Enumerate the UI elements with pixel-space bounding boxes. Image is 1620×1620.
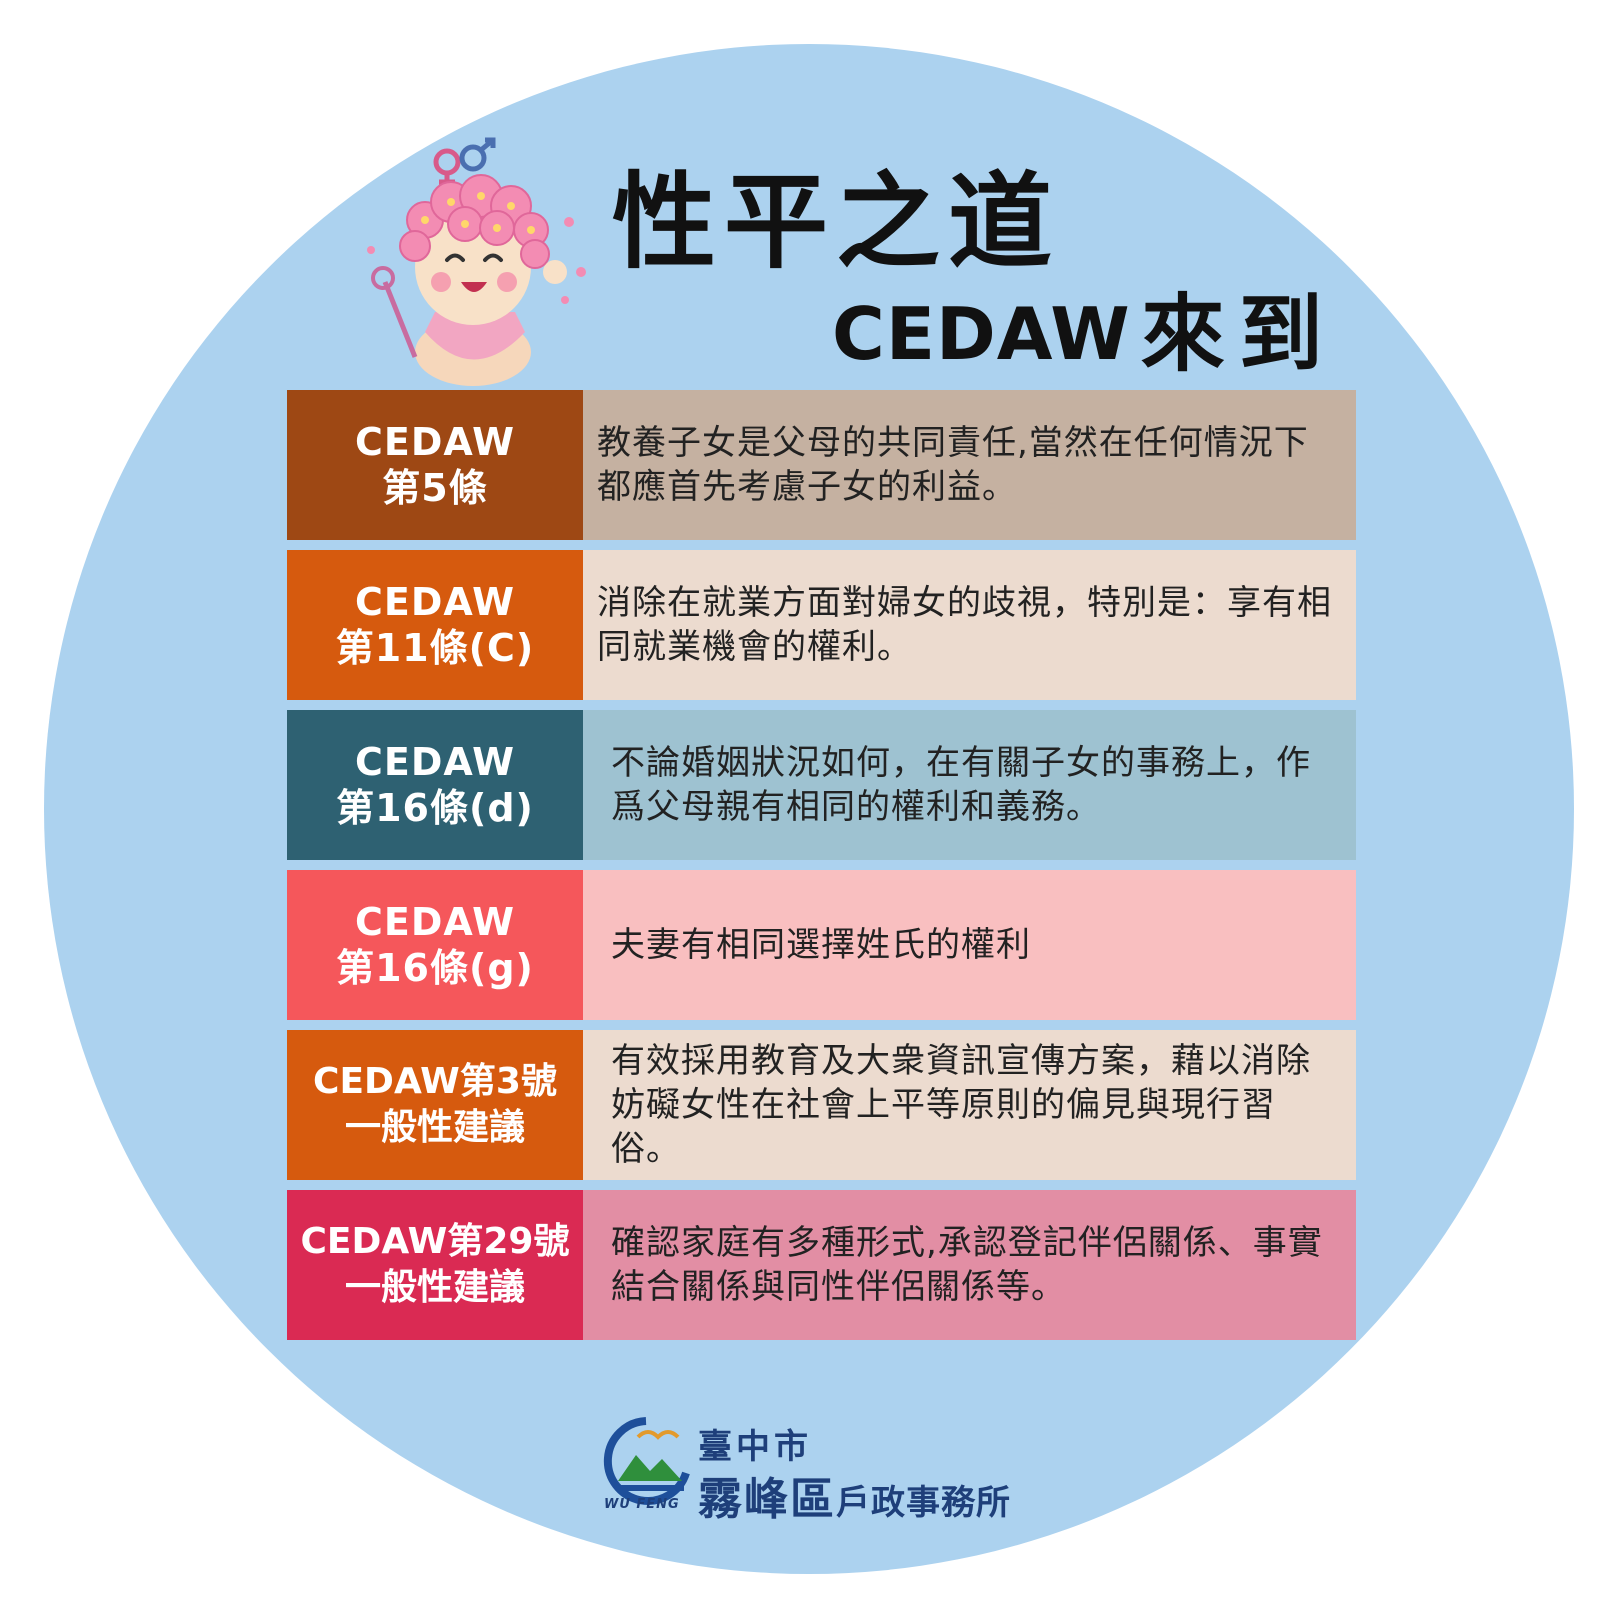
- subtitle-latin: CEDAW: [832, 292, 1131, 376]
- row-label-line1: CEDAW第3號: [313, 1061, 557, 1102]
- table-row: CEDAW第3號 一般性建議 有效採用教育及大衆資訊宣傳方案，藉以消除妨礙女性在…: [287, 1030, 1356, 1180]
- page-title: 性平之道: [612, 161, 1061, 283]
- subtitle-han: 來到: [1140, 285, 1337, 383]
- cedaw-table: CEDAW 第5條 教養子女是父母的共同責任,當然在任何情況下都應首先考慮子女的…: [287, 390, 1356, 1350]
- row-label-line1: CEDAW第29號: [300, 1221, 570, 1262]
- row-label: CEDAW 第5條: [287, 390, 583, 540]
- row-text: 消除在就業方面對婦女的歧視，特別是：享有相同就業機會的權利。: [583, 550, 1356, 700]
- row-text: 不論婚姻狀況如何，在有關子女的事務上，作爲父母親有相同的權利和義務。: [583, 710, 1356, 860]
- row-label-line2: 第11條(C): [335, 626, 535, 670]
- table-row: CEDAW 第5條 教養子女是父母的共同責任,當然在任何情況下都應首先考慮子女的…: [287, 390, 1356, 540]
- district-office-logo-icon: [603, 1417, 690, 1505]
- row-label: CEDAW 第16條(d): [287, 710, 583, 860]
- logo-office: 戶政事務所: [836, 1483, 1011, 1523]
- table-row: CEDAW 第16條(g) 夫妻有相同選擇姓氏的權利: [287, 870, 1356, 1020]
- row-label-line2: 一般性建議: [344, 1267, 525, 1308]
- logo-office-name: 霧峰區戶政事務所: [698, 1463, 1011, 1527]
- row-text: 教養子女是父母的共同責任,當然在任何情況下都應首先考慮子女的利益。: [583, 390, 1356, 540]
- row-label-line2: 一般性建議: [344, 1107, 525, 1148]
- row-label: CEDAW第3號 一般性建議: [287, 1030, 583, 1180]
- table-row: CEDAW 第11條(C) 消除在就業方面對婦女的歧視，特別是：享有相同就業機會…: [287, 550, 1356, 700]
- row-label-line2: 第16條(d): [336, 786, 534, 830]
- table-row: CEDAW 第16條(d) 不論婚姻狀況如何，在有關子女的事務上，作爲父母親有相…: [287, 710, 1356, 860]
- row-label: CEDAW 第16條(g): [287, 870, 583, 1020]
- row-text: 有效採用教育及大衆資訊宣傳方案，藉以消除妨礙女性在社會上平等原則的偏見與現行習俗…: [583, 1030, 1356, 1180]
- row-label-line1: CEDAW: [354, 580, 515, 624]
- logo-district: 霧峰區: [698, 1474, 836, 1525]
- flower-mascot-icon: [367, 137, 586, 386]
- logo-english: WU FENG: [604, 1497, 680, 1512]
- row-label-line2: 第5條: [382, 466, 488, 510]
- row-label-line1: CEDAW: [354, 420, 515, 464]
- row-text: 夫妻有相同選擇姓氏的權利: [583, 870, 1356, 1020]
- logo-city: 臺中市: [698, 1427, 812, 1467]
- row-label-line1: CEDAW: [354, 900, 515, 944]
- row-label: CEDAW 第11條(C): [287, 550, 583, 700]
- table-row: CEDAW第29號 一般性建議 確認家庭有多種形式,承認登記伴侶關係、事實結合關…: [287, 1190, 1356, 1340]
- row-label-line1: CEDAW: [354, 740, 515, 784]
- row-text: 確認家庭有多種形式,承認登記伴侶關係、事實結合關係與同性伴侶關係等。: [583, 1190, 1356, 1340]
- row-label-line2: 第16條(g): [336, 946, 534, 990]
- row-label: CEDAW第29號 一般性建議: [287, 1190, 583, 1340]
- district-office-logo: 臺中市 霧峰區戶政事務所 WU FENG: [598, 1415, 1038, 1525]
